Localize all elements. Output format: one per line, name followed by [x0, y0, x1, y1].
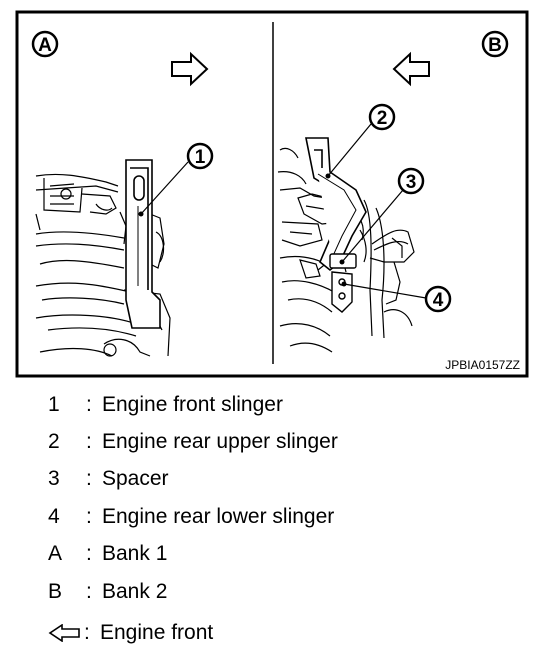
- legend-separator: :: [86, 580, 92, 603]
- callout-1-badge: [186, 142, 214, 170]
- legend-separator: :: [86, 505, 92, 528]
- legend-text: Engine front: [100, 621, 214, 644]
- panel-b-label: B: [488, 35, 502, 56]
- callout-2-badge: [368, 103, 396, 131]
- panel-a-label: A: [38, 35, 52, 56]
- callout-1-label: 1: [195, 147, 206, 168]
- legend-text: Engine rear upper slinger: [102, 430, 338, 453]
- arrow-left-icon: [48, 624, 80, 642]
- front-slinger: [125, 159, 161, 329]
- legend-text: Spacer: [102, 467, 169, 490]
- legend-key: 1: [48, 393, 60, 416]
- direction-arrow-left-icon: [392, 51, 430, 87]
- legend-text: Bank 2: [102, 580, 168, 603]
- legend-text: Bank 1: [102, 542, 168, 565]
- legend-key: 4: [48, 505, 60, 528]
- callout-2-label: 2: [377, 108, 388, 129]
- panel-b: B: [277, 30, 520, 372]
- legend-key: B: [48, 580, 63, 603]
- legend-separator: :: [86, 430, 92, 453]
- part-2-leader: [327, 123, 372, 177]
- panel-a: A: [31, 30, 214, 357]
- panel-a-badge: [31, 30, 59, 58]
- part-4-leader: [343, 283, 427, 299]
- figure: A: [15, 10, 529, 378]
- legend-key: A: [48, 542, 63, 565]
- callout-4-label: 4: [433, 290, 444, 311]
- legend-text: Engine front slinger: [102, 393, 283, 416]
- part-3-leader: [341, 189, 404, 263]
- callout-3-label: 3: [406, 172, 417, 193]
- legend-text: Engine rear lower slinger: [102, 505, 335, 528]
- legend-separator: :: [84, 621, 90, 644]
- part-1-leader: [140, 161, 189, 215]
- direction-arrow-right-icon: [171, 51, 209, 87]
- legend-separator: :: [86, 467, 92, 490]
- legend-separator: :: [86, 542, 92, 565]
- engine-sketch-b: [277, 147, 415, 353]
- callout-4-badge: [424, 285, 452, 313]
- callout-3-badge: [397, 167, 425, 195]
- legend-separator: :: [86, 393, 92, 416]
- legend-key: 3: [48, 467, 60, 490]
- panel-b-badge: [481, 30, 509, 58]
- figure-frame: [15, 10, 529, 378]
- figure-code: JPBIA0157ZZ: [445, 358, 520, 372]
- legend-key: 2: [48, 430, 60, 453]
